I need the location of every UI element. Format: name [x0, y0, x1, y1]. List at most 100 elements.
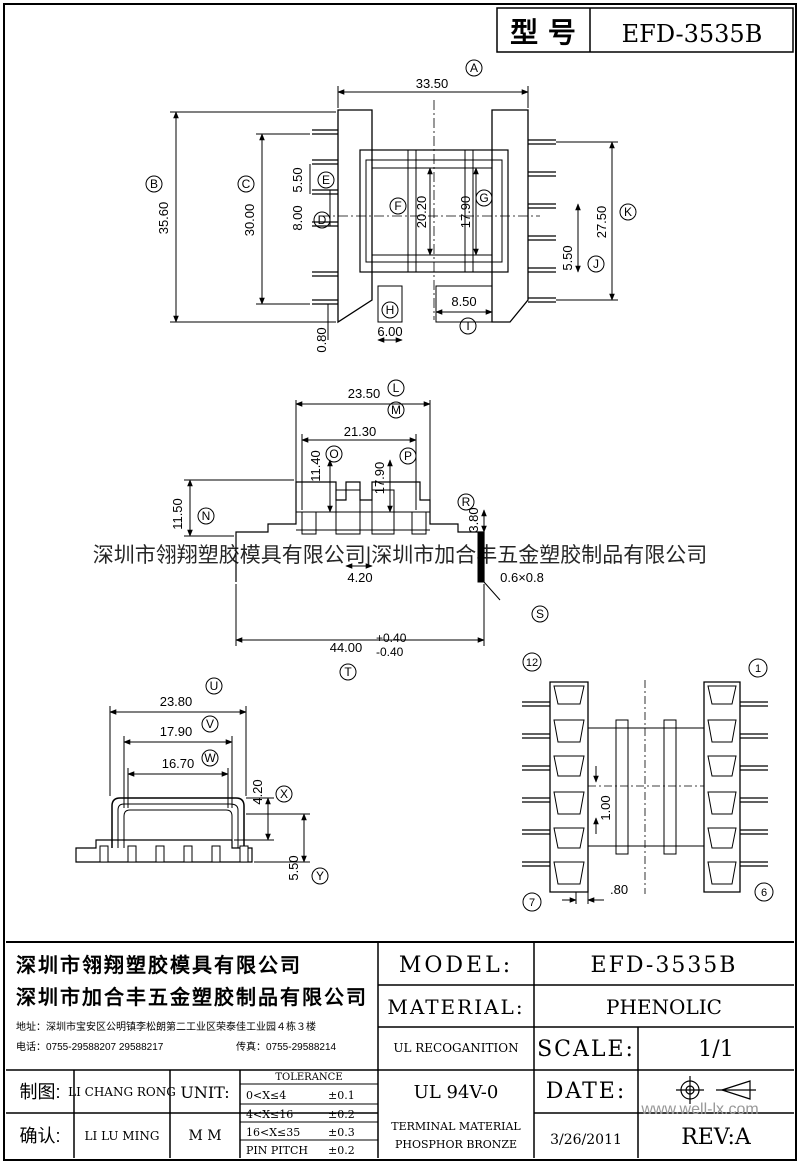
marker-o: O [325, 445, 343, 463]
projection-symbol-icon [676, 1076, 756, 1104]
header-model-box: 型 号 EFD-3535B [496, 7, 794, 53]
svg-text:S: S [536, 607, 544, 621]
marker-k: K [619, 203, 637, 221]
header-model-label: 型 号 [510, 16, 576, 49]
svg-text:12: 12 [526, 657, 538, 669]
terminal-line-2: PHOSPHOR BRONZE [395, 1138, 517, 1151]
marker-l: L [387, 379, 405, 397]
company-name-1: 深圳市翎翔塑胶模具有限公司 [16, 953, 302, 977]
model-value: EFD-3535B [591, 953, 738, 978]
marker-d: D [313, 211, 331, 229]
dim-s: 0.6×0.8 [500, 570, 544, 585]
marker-w: W [201, 749, 219, 767]
svg-text:C: C [242, 177, 251, 191]
svg-text:M: M [391, 403, 401, 417]
marker-e: E [317, 171, 335, 189]
dim-d: 8.00 [290, 205, 305, 230]
svg-text:Y: Y [316, 869, 324, 883]
marker-p: P [399, 447, 417, 465]
svg-text:J: J [593, 257, 599, 271]
pin-label-6: 6 [754, 882, 774, 902]
svg-text:P: P [404, 449, 412, 463]
dim-gap: .80 [610, 882, 628, 897]
dim-t-plus: +0.40 [376, 631, 407, 645]
drawn-by-value: LI CHANG RONG [68, 1085, 176, 1099]
scale-label: SCALE: [537, 1037, 635, 1062]
tol-range-4: PIN PITCH [246, 1144, 308, 1157]
bottom-view-dims: 1.00 .80 [598, 795, 628, 897]
dim-i: 8.50 [451, 294, 476, 309]
tol-val-2: ±0.2 [328, 1108, 355, 1121]
svg-text:I: I [466, 319, 469, 333]
svg-text:K: K [624, 205, 632, 219]
dim-k: 27.50 [594, 206, 609, 239]
revision: REV:A [681, 1125, 752, 1150]
svg-text:U: U [210, 679, 219, 693]
svg-text:V: V [206, 717, 214, 731]
marker-u: U [205, 677, 223, 695]
watermark: 深圳市翎翔塑胶模具有限公司|深圳市加合丰五金塑胶制品有限公司 [93, 544, 707, 567]
marker-c: C [237, 175, 255, 193]
tol-val-4: ±0.2 [328, 1144, 355, 1157]
svg-text:D: D [318, 213, 327, 227]
svg-text:G: G [479, 191, 488, 205]
dim-t: 44.00 [330, 640, 363, 655]
svg-text:O: O [329, 447, 338, 461]
dim-w: 16.70 [162, 756, 195, 771]
dim-pin: 0.80 [314, 327, 329, 352]
dim-u: 23.80 [160, 694, 193, 709]
marker-s: S [531, 605, 549, 623]
svg-text:A: A [470, 61, 478, 75]
title-block [6, 941, 794, 1158]
bottom-view-pins: 12 1 7 6 [522, 652, 774, 912]
marker-j: J [587, 255, 605, 273]
dim-r: 3.80 [466, 507, 481, 532]
svg-text:H: H [386, 303, 395, 317]
company-address: 地址：深圳市宝安区公明镇李松朗第二工业区荣泰佳工业园４栋３楼 [16, 1020, 316, 1033]
marker-a: A [465, 59, 483, 77]
dim-g: 17.90 [458, 196, 473, 229]
svg-text:W: W [204, 751, 216, 765]
dim-h: 6.00 [377, 324, 402, 339]
company-phone: 电话：0755-29588207 29588217 [16, 1040, 164, 1053]
tolerance-title: TOLERANCE [275, 1072, 342, 1083]
pin-label-1: 1 [748, 658, 768, 678]
front-view-dims: 23.80 17.90 16.70 4.20 5.50 [160, 694, 301, 881]
top-view-markers: A B C E D F G K J H I [145, 59, 637, 335]
unit-value: M M [188, 1128, 221, 1144]
date-label: DATE: [546, 1079, 626, 1104]
svg-text:6: 6 [761, 887, 767, 899]
marker-i: I [459, 317, 477, 335]
date-value: 3/26/2011 [550, 1132, 622, 1148]
checked-by-value: LI LU MING [85, 1129, 160, 1143]
material-value: PHENOLIC [606, 995, 722, 1019]
marker-h: H [381, 301, 399, 319]
marker-b: B [145, 175, 163, 193]
material-label: MATERIAL: [387, 995, 524, 1019]
ul-value: UL 94V-0 [414, 1082, 499, 1103]
marker-r: R [457, 493, 475, 511]
tol-val-1: ±0.1 [328, 1089, 355, 1102]
scale-value: 1/1 [698, 1037, 733, 1062]
top-view-dims: 33.50 35.60 30.00 5.50 8.00 20.20 17.90 … [156, 76, 609, 353]
dim-c: 30.00 [242, 204, 257, 237]
svg-text:F: F [394, 199, 401, 213]
marker-y: Y [311, 867, 329, 885]
svg-text:E: E [322, 173, 330, 187]
svg-text:1: 1 [755, 663, 761, 675]
drawn-by-label: 制图: [19, 1082, 60, 1102]
side-view [184, 400, 501, 646]
front-view-markers: U V W X Y [201, 677, 329, 885]
header-model-value: EFD-3535B [622, 20, 763, 48]
company-fax: 传真：0755-29588214 [236, 1040, 337, 1053]
dim-p: 17.90 [372, 462, 387, 495]
dim-l: 23.50 [348, 386, 381, 401]
front-view [75, 706, 310, 863]
site-watermark: www.well-lx.com [640, 1101, 758, 1118]
svg-text:L: L [393, 381, 400, 395]
tol-range-1: 0<X≤4 [246, 1089, 286, 1102]
side-view-dims: 23.50 21.30 11.40 17.90 11.50 3.80 4.20 … [170, 386, 544, 659]
dim-o: 11.40 [308, 450, 323, 482]
tol-range-3: 16<X≤35 [246, 1126, 300, 1139]
